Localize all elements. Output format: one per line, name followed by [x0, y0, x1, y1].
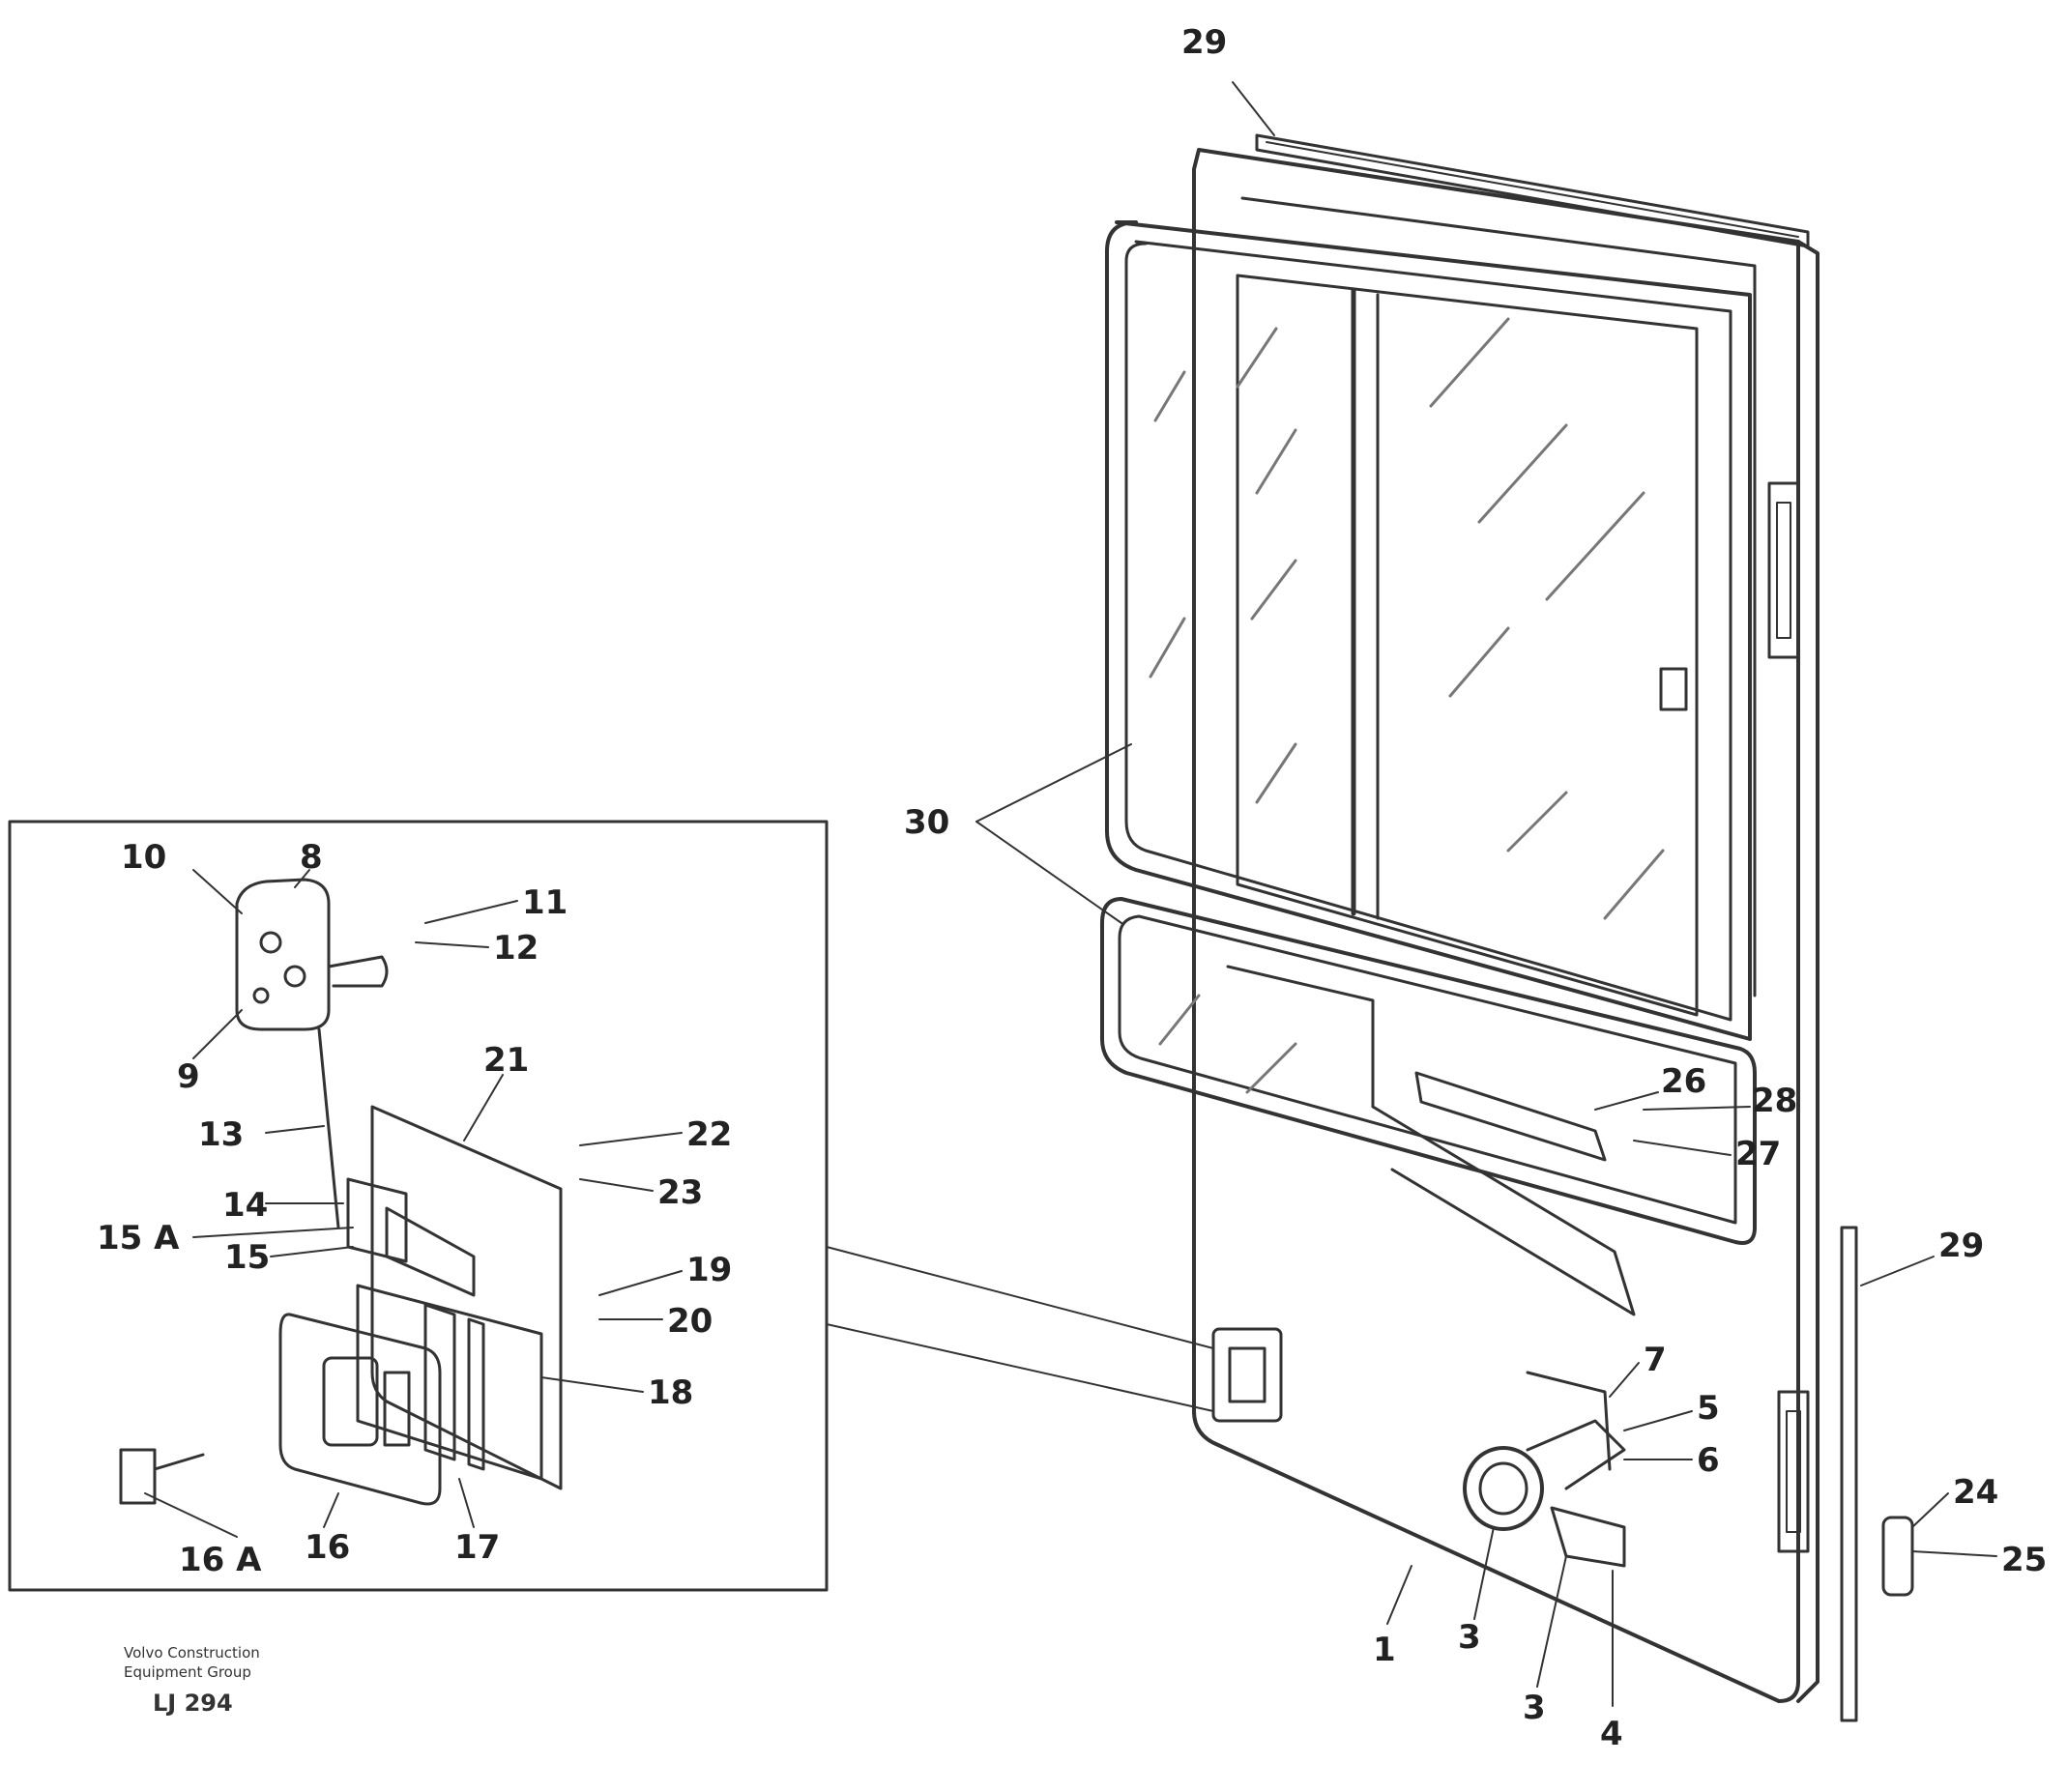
callout-28: 28 — [1752, 1082, 1797, 1120]
inside-handle-plate — [278, 1313, 442, 1506]
callout-13: 13 — [198, 1115, 244, 1154]
door-panel — [1192, 133, 1820, 1703]
callout-24: 24 — [1953, 1473, 1998, 1512]
callout-27: 27 — [1735, 1135, 1781, 1173]
door-seal-strip — [1840, 1226, 1858, 1722]
callout-labels: 29 30 26 28 27 29 7 5 6 24 25 1 3 3 4 10… — [97, 23, 2047, 1753]
callout-3b: 3 — [1523, 1689, 1546, 1727]
hinges — [1767, 481, 1810, 1553]
callout-15a: 15 A — [97, 1219, 180, 1257]
upper-window-frame — [1105, 196, 1757, 1041]
callout-25: 25 — [2001, 1541, 2047, 1579]
credit-line-2: Equipment Group — [124, 1663, 251, 1681]
callout-22: 22 — [686, 1115, 732, 1154]
callout-18: 18 — [648, 1373, 693, 1412]
callout-17: 17 — [454, 1528, 500, 1567]
credit-line-1: Volvo Construction — [124, 1644, 260, 1662]
lower-window-frame — [1100, 897, 1757, 1316]
callout-21: 21 — [483, 1041, 529, 1080]
drawing-code: LJ 294 — [153, 1690, 233, 1717]
callout-23: 23 — [657, 1173, 703, 1212]
handle-bracket — [346, 1177, 543, 1481]
callout-3a: 3 — [1458, 1618, 1481, 1657]
callout-14: 14 — [222, 1186, 268, 1225]
callout-20: 20 — [667, 1302, 713, 1341]
callout-12: 12 — [493, 929, 539, 968]
callout-16: 16 — [305, 1528, 350, 1567]
callout-9: 9 — [177, 1057, 200, 1096]
screw-16a — [119, 1448, 205, 1505]
callout-26: 26 — [1661, 1062, 1706, 1101]
callout-16a: 16 A — [179, 1541, 262, 1579]
callout-10: 10 — [121, 838, 166, 877]
inner-grab-handle — [1414, 1071, 1607, 1162]
detail-inset — [8, 820, 1214, 1592]
callout-1: 1 — [1373, 1631, 1396, 1669]
lock-mechanism — [235, 878, 389, 1229]
credit-block: Volvo Construction Equipment Group LJ 29… — [124, 1643, 260, 1717]
callout-29-top: 29 — [1181, 23, 1227, 62]
callout-29-right: 29 — [1938, 1227, 1984, 1265]
door-lock-assembly — [1463, 1371, 1626, 1568]
callout-6: 6 — [1697, 1441, 1720, 1480]
glass-reflections — [1149, 317, 1665, 1094]
callout-15: 15 — [224, 1238, 270, 1277]
callout-8: 8 — [300, 838, 323, 877]
inside-handle-housing — [1211, 1327, 1283, 1423]
callout-19: 19 — [686, 1251, 732, 1289]
callout-7: 7 — [1644, 1341, 1667, 1379]
callout-11: 11 — [522, 883, 568, 922]
callout-5: 5 — [1697, 1389, 1720, 1428]
leader-lines — [144, 81, 1997, 1707]
window-latch — [1659, 667, 1688, 711]
callout-30: 30 — [904, 803, 949, 842]
callout-4: 4 — [1600, 1715, 1623, 1753]
striker-plate — [1881, 1516, 1914, 1597]
